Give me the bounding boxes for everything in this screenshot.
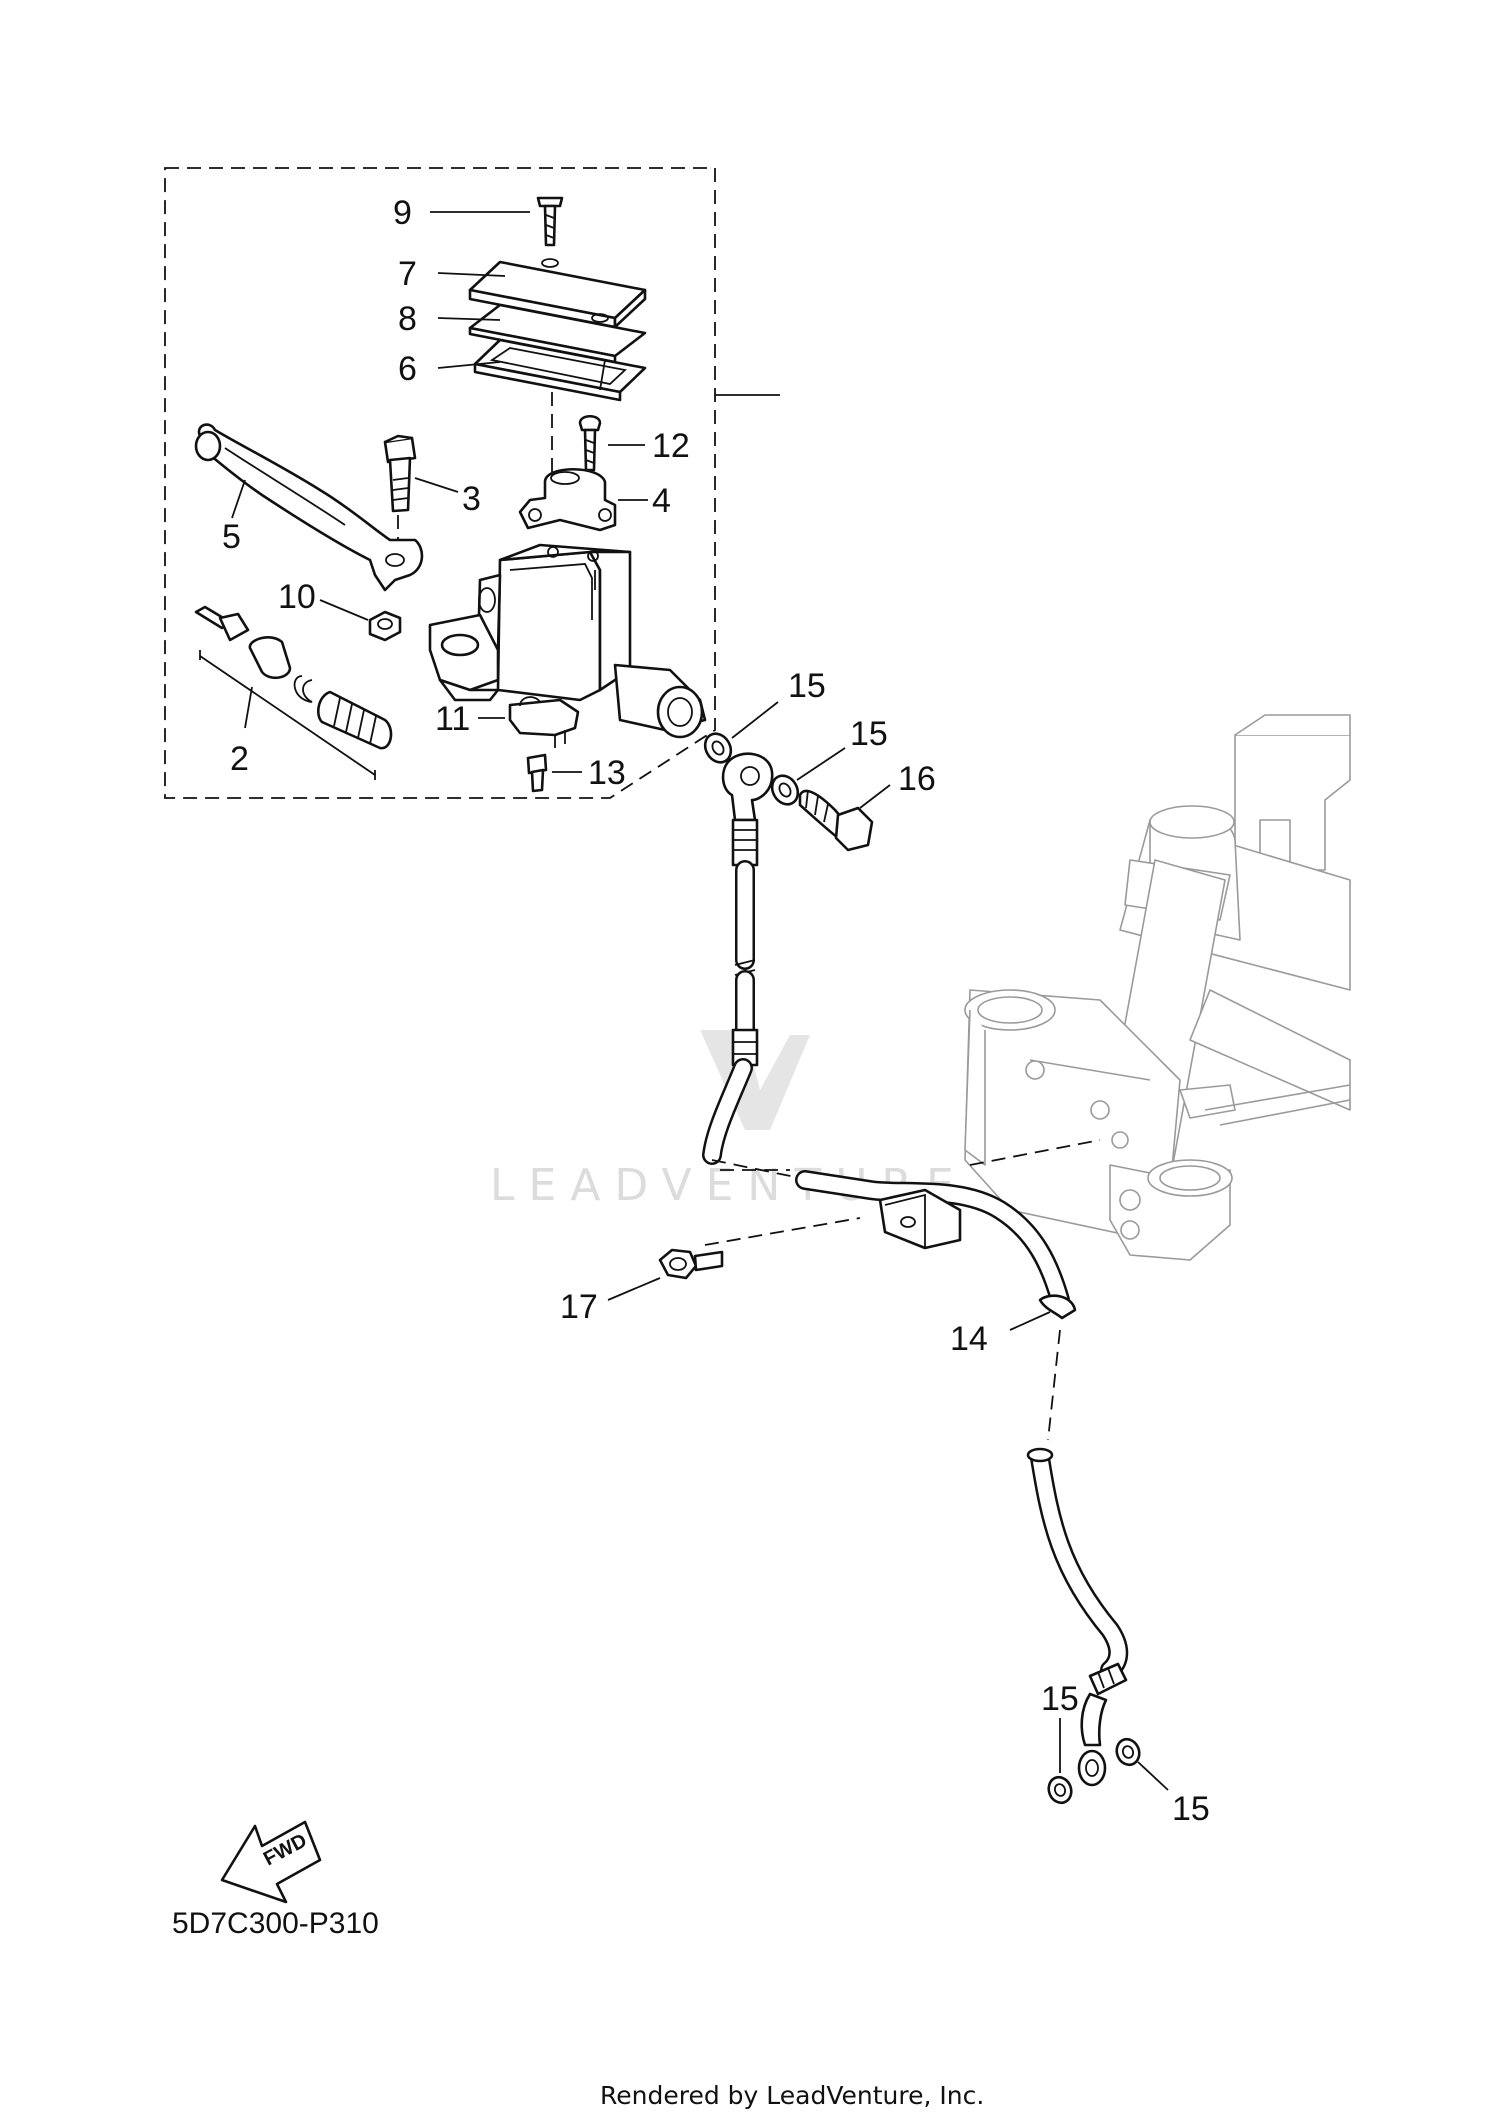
leader-16	[859, 784, 891, 809]
leader-15d	[1137, 1761, 1169, 1791]
callout-15c: 15	[1041, 1680, 1079, 1718]
callout-7: 7	[398, 255, 417, 293]
assembly-boundary	[164, 167, 716, 799]
leader-5	[231, 479, 246, 519]
callout-16: 16	[898, 760, 936, 798]
callout-3: 3	[462, 480, 481, 518]
master-cylinder-holder-4	[518, 467, 617, 532]
brake-lever-5	[194, 423, 424, 592]
leader-3	[414, 477, 459, 493]
callout-15d: 15	[1172, 1790, 1210, 1828]
washer-15c	[1047, 1775, 1073, 1805]
washer-15a	[703, 732, 733, 764]
screw-9	[536, 196, 564, 247]
washer-15b	[770, 774, 800, 806]
leader-8	[437, 317, 501, 321]
leader-6	[437, 361, 501, 369]
bracket-2	[199, 655, 376, 776]
diaphragm-6	[473, 338, 647, 402]
leader-15a	[731, 701, 779, 739]
callout-8: 8	[398, 300, 417, 338]
brake-switch-11	[508, 696, 580, 748]
leader-7	[437, 272, 506, 277]
bolt-3	[383, 434, 417, 513]
bolt-17	[658, 1248, 724, 1280]
callout-14: 14	[950, 1320, 988, 1358]
nut-10	[368, 610, 402, 642]
steering-head-frame	[964, 714, 1351, 1261]
hose-bracket	[878, 1188, 962, 1250]
guide-line-frame	[969, 1139, 1101, 1166]
callout-4: 4	[652, 482, 671, 520]
washer-15d	[1115, 1737, 1141, 1767]
callout-2: 2	[230, 740, 249, 778]
leader-10	[319, 599, 369, 621]
screw-12	[578, 414, 602, 472]
callout-12: 12	[652, 427, 690, 465]
union-bolt-16	[798, 789, 874, 852]
leader-14	[1009, 1311, 1051, 1331]
callout-9: 9	[393, 194, 412, 232]
callout-11: 11	[435, 700, 470, 738]
callout-15a: 15	[788, 667, 826, 705]
piston-kit-2	[194, 605, 393, 750]
leader-15b	[796, 747, 846, 781]
callout-13: 13	[588, 754, 626, 792]
brake-hose-14	[702, 752, 1129, 1787]
diagram-code: 5D7C300-P310	[172, 1907, 379, 1940]
render-credit: Rendered by LeadVenture, Inc.	[600, 2081, 984, 2110]
forward-arrow-icon: FWD	[220, 1820, 322, 1904]
guide-line-bolt-17	[704, 1217, 861, 1246]
callout-17: 17	[560, 1288, 598, 1326]
callout-10: 10	[278, 578, 316, 616]
master-cylinder-body	[428, 543, 707, 739]
leader-17	[607, 1277, 661, 1301]
screw-13	[526, 753, 548, 793]
callout-15b: 15	[850, 715, 888, 753]
callout-6: 6	[398, 350, 417, 388]
reservoir-cap-7	[468, 258, 647, 329]
callout-5: 5	[222, 518, 241, 556]
